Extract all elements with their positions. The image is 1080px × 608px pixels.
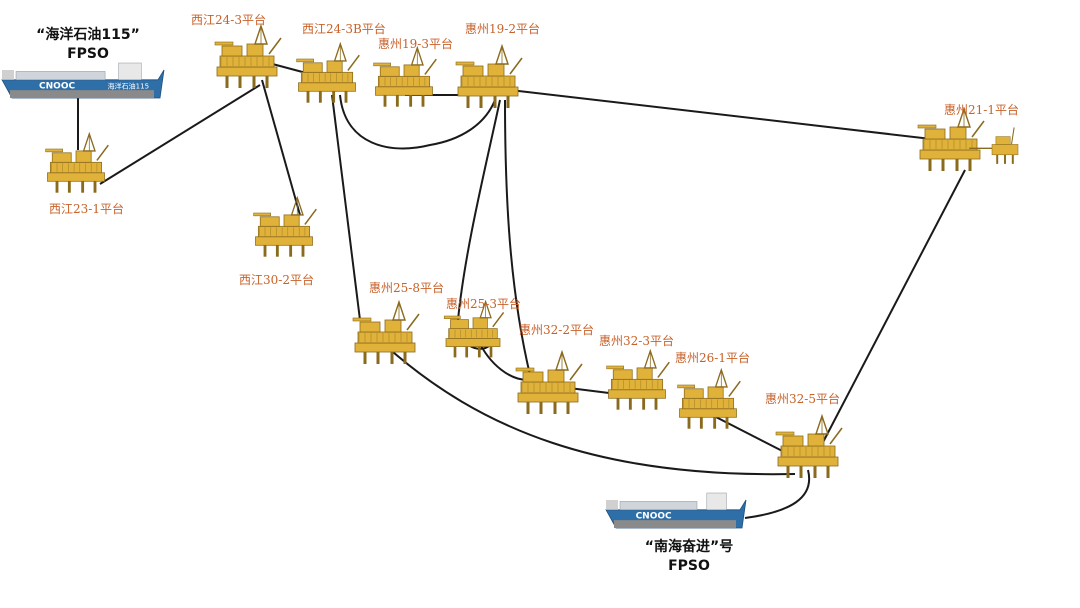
label-hz21-1: 惠州21-1平台 [944, 103, 1019, 117]
label-hz19-3: 惠州19-3平台 [378, 37, 453, 51]
label-hz25-8: 惠州25-8平台 [369, 281, 444, 295]
platform-hz19-3 [373, 45, 437, 107]
platform-xj24-3b [296, 41, 360, 103]
fpso-top-label: “海洋石油115” FPSO [28, 26, 148, 64]
label-xj30-2: 西江30-2平台 [239, 273, 314, 287]
platform-hz32-3 [606, 348, 670, 410]
platform-hz25-3 [443, 299, 505, 358]
platform-hz25-8 [352, 299, 420, 364]
fpso-top-name: “海洋石油115” [36, 27, 140, 43]
pipeline-xj24-3b-hz25-8 [331, 94, 361, 321]
platform-hz26-1 [677, 367, 741, 429]
pipeline-xj24-3b-hz19-2 [339, 94, 496, 150]
fpso-nanhai-fenjin: CNOOC [605, 492, 747, 529]
fpso-haiyang-shiyou-115: CNOOC 海洋石油115 [1, 62, 165, 99]
fpso-bottom-label: “南海奋进”号 FPSO [628, 538, 750, 576]
fpso-bottom-type: FPSO [668, 557, 710, 574]
platform-hz19-2 [455, 43, 523, 108]
label-xj24-3: 西江24-3平台 [191, 13, 266, 27]
label-hz32-2: 惠州32-2平台 [519, 323, 594, 337]
pipeline-hz21-1-hz32-5 [819, 169, 966, 449]
platform-hz32-2 [515, 349, 583, 414]
label-hz25-3: 惠州25-3平台 [446, 297, 521, 311]
pipeline-hz19-2-hz21-1 [509, 89, 941, 141]
pipeline-xj23-1-xj24-3 [99, 84, 261, 185]
platform-hz32-5 [775, 413, 843, 478]
fpso-bottom-name: “南海奋进”号 [644, 539, 734, 555]
pipeline-hz32-5-fpso-bottom [744, 469, 811, 519]
platform-hz21-1 [917, 106, 1019, 171]
label-hz32-5: 惠州32-5平台 [765, 392, 840, 406]
pipeline-hz19-2-hz32-2 [504, 99, 531, 376]
pipeline-hz19-2-hz25-3 [456, 99, 501, 350]
fpso-haiyang-shiyou-115-side-text: 海洋石油115 [108, 81, 149, 90]
fpso-haiyang-shiyou-115-hull-text: CNOOC [39, 81, 75, 91]
label-hz26-1: 惠州26-1平台 [675, 351, 750, 365]
pipeline-hz25-8-hz32-5 [384, 344, 796, 476]
platform-xj24-3 [214, 23, 282, 88]
platform-xj23-1 [45, 131, 109, 193]
label-hz32-3: 惠州32-3平台 [599, 334, 674, 348]
label-hz19-2: 惠州19-2平台 [465, 22, 540, 36]
fpso-nanhai-fenjin-hull-text: CNOOC [636, 511, 672, 521]
platform-xj30-2 [253, 195, 317, 257]
label-xj23-1: 西江23-1平台 [49, 202, 124, 216]
label-xj24-3b: 西江24-3B平台 [302, 22, 386, 36]
fpso-top-type: FPSO [67, 45, 109, 62]
pipeline-xj24-3-xj30-2 [261, 79, 301, 216]
